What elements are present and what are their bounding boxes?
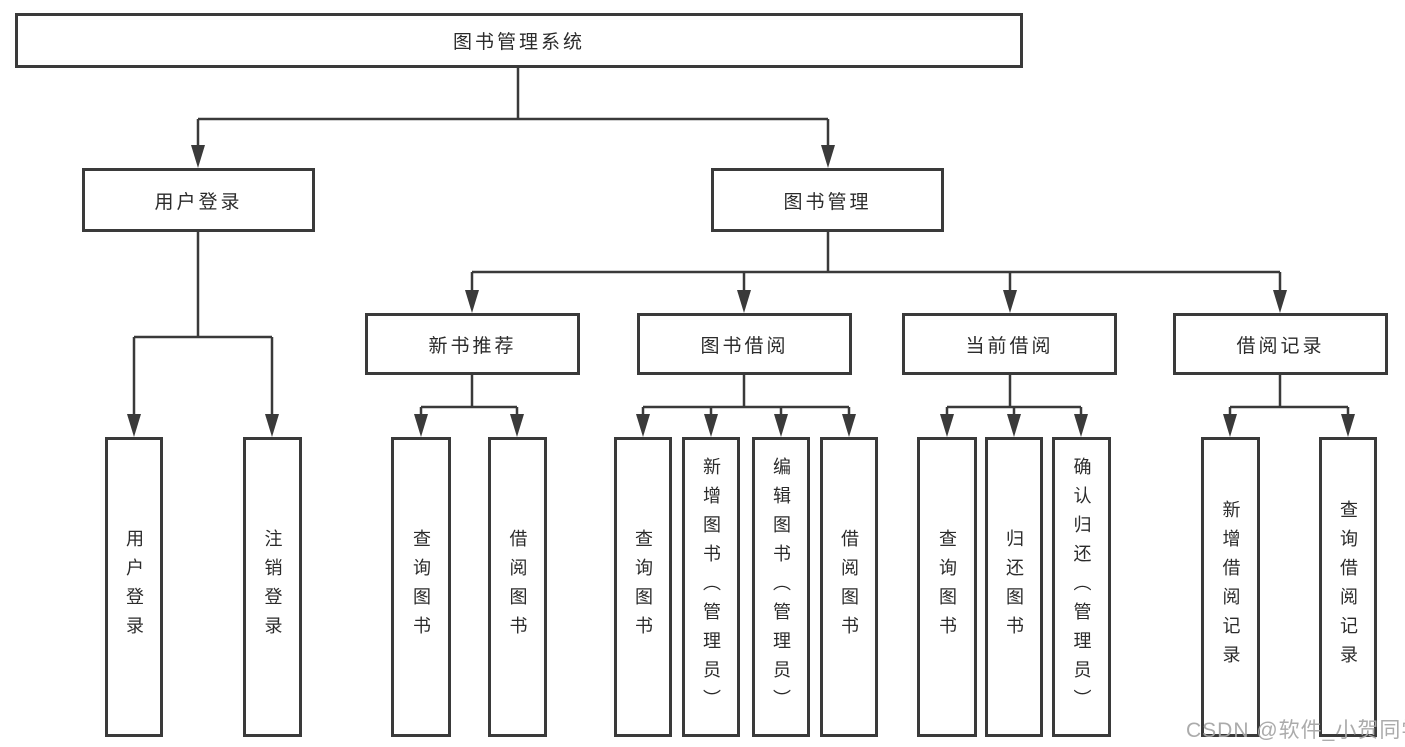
node-label: 图书管理 [783,191,872,213]
leaf-borrow-add-books-admin: 新增图书（管理员） [682,437,740,737]
arrowhead-icon [940,414,954,437]
arrowhead-icon [1003,290,1017,313]
node-new-book-recommend: 新书推荐 [365,313,580,375]
arrowhead-icon [1273,290,1287,313]
leaf-borrow-edit-books-admin: 编辑图书（管理员） [752,437,810,737]
node-label: 借阅记录 [1236,335,1325,357]
node-label: 查询借阅记录 [1338,500,1358,674]
leaf-user-login: 用户登录 [105,437,163,737]
node-label: 借阅图书 [839,529,859,645]
leaf-current-query-books: 查询图书 [917,437,977,737]
connector-new-book-to-leaves [419,375,519,420]
node-label: 查询图书 [633,529,653,645]
node-label: 图书管理系统 [452,32,585,53]
leaf-recommend-borrow-books: 借阅图书 [488,437,547,737]
connector-borrow-records-to-leaves [1228,375,1350,420]
arrowhead-icon [842,414,856,437]
arrowhead-icon [774,414,788,437]
arrowhead-icon [191,145,205,168]
arrowhead-icon [265,414,279,437]
arrowhead-icon [1223,414,1237,437]
leaf-current-return-books: 归还图书 [985,437,1043,737]
node-root-library-system: 图书管理系统 [15,13,1023,68]
connector-paths [132,68,1350,420]
leaf-recommend-query-books: 查询图书 [391,437,451,737]
arrowhead-icon [704,414,718,437]
arrowhead-icon [465,290,479,313]
node-label: 用户登录 [124,529,144,645]
arrowhead-icon [414,414,428,437]
node-label: 用户登录 [154,191,243,213]
arrowhead-icon [636,414,650,437]
watermark: CSDN @软件_小贺同学 [1186,719,1405,742]
node-label: 注销登录 [262,529,283,645]
arrowhead-icon [510,414,524,437]
connector-current-borrow-to-leaves [945,375,1083,420]
arrowhead-icon [1341,414,1355,437]
node-label: 归还图书 [1004,529,1024,645]
arrowheads [127,145,1355,437]
leaf-current-confirm-return-admin: 确认归还（管理员） [1052,437,1111,737]
leaf-borrow-borrow-books: 借阅图书 [820,437,878,737]
connector-book-management-to-level3 [470,232,1282,296]
arrowhead-icon [737,290,751,313]
arrowhead-icon [821,145,835,168]
node-borrow-records: 借阅记录 [1173,313,1388,375]
connector-user-login-to-leaves [132,232,274,420]
node-label: 图书借阅 [700,335,789,357]
node-current-borrow: 当前借阅 [902,313,1117,375]
node-label: 当前借阅 [965,335,1054,357]
node-label: 确认归还（管理员） [1071,456,1092,718]
node-label: 新增图书（管理员） [701,456,721,718]
arrowhead-icon [1007,414,1021,437]
node-label: 查询图书 [937,529,957,645]
leaf-records-add-record: 新增借阅记录 [1201,437,1260,737]
node-label: 新增借阅记录 [1220,500,1241,674]
node-user-login: 用户登录 [82,168,315,232]
leaf-borrow-query-books: 查询图书 [614,437,672,737]
leaf-logout: 注销登录 [243,437,302,737]
arrowhead-icon [1074,414,1088,437]
node-label: 借阅图书 [507,529,528,645]
node-label: 新书推荐 [428,335,517,357]
node-label: 查询图书 [411,529,431,645]
node-label: 编辑图书（管理员） [771,456,791,718]
leaf-records-query-record: 查询借阅记录 [1319,437,1377,737]
connector-book-borrow-to-leaves [641,375,851,420]
node-book-borrow: 图书借阅 [637,313,852,375]
node-book-management: 图书管理 [711,168,944,232]
arrowhead-icon [127,414,141,437]
connector-root-to-level2 [196,68,830,150]
